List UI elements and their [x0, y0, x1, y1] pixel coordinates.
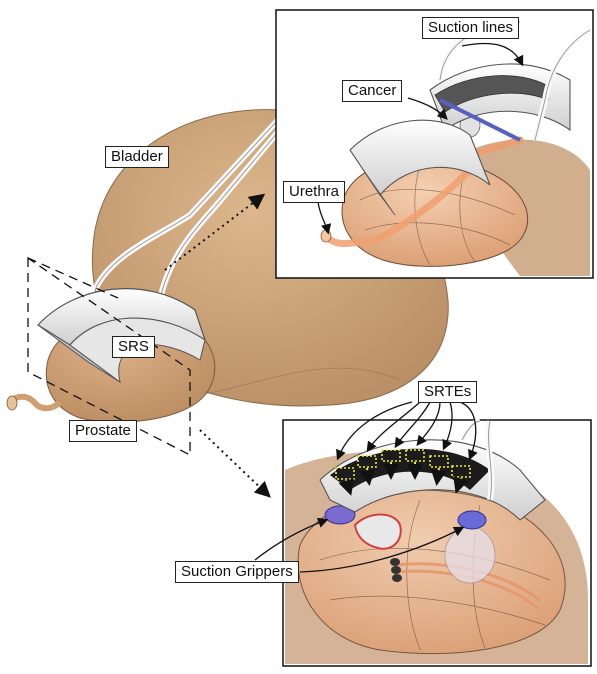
label-suction-grippers: Suction Grippers: [175, 561, 299, 583]
inset-bottom: [255, 402, 591, 666]
label-bladder: Bladder: [105, 146, 169, 168]
inset-top: [276, 10, 593, 278]
label-prostate: Prostate: [69, 420, 137, 442]
label-urethra: Urethra: [283, 181, 345, 203]
label-srtes: SRTEs: [418, 381, 477, 403]
label-cancer: Cancer: [342, 80, 402, 102]
label-srs: SRS: [112, 336, 155, 358]
label-suction-lines: Suction lines: [422, 17, 519, 39]
